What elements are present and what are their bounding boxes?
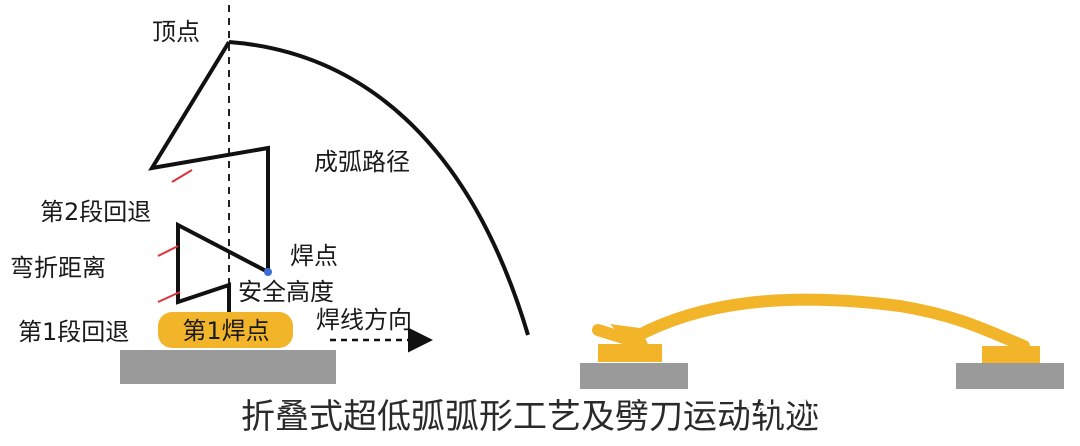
bump-left <box>598 344 662 362</box>
first-weld-bump <box>158 312 293 348</box>
weld-point-dot <box>264 268 272 276</box>
retreat-2-label: 第2段回退 <box>40 198 151 226</box>
pointer-retreat-2 <box>171 169 193 183</box>
bump-right <box>982 346 1040 363</box>
left-substrate <box>120 350 336 384</box>
pointer-bend-distance <box>157 245 179 257</box>
arc-path-curve <box>228 40 530 336</box>
watermark-platform: 知乎 <box>790 389 842 419</box>
weld-point-label: 焊点 <box>290 242 338 270</box>
diagram-caption: 折叠式超低弧弧形工艺及劈刀运动轨迹 <box>241 397 819 437</box>
chat-bubble-icon <box>745 389 779 413</box>
retreat-1-label: 第1段回退 <box>18 318 129 346</box>
bonded-wire-loop <box>592 293 1030 352</box>
substrate-right <box>956 363 1064 389</box>
bend-distance-label: 弯折距离 <box>10 254 106 282</box>
capillary-trajectory <box>147 40 270 312</box>
safe-height-label: 安全高度 <box>238 278 334 306</box>
watermark: 知乎 @爱在七夕时 <box>745 389 1014 419</box>
arc-path-label: 成弧路径 <box>314 148 410 176</box>
pointer-retreat-1 <box>157 291 181 303</box>
wire-neck <box>610 324 648 344</box>
substrate-left-right-diagram <box>580 363 688 389</box>
watermark-author: @爱在七夕时 <box>858 389 1014 419</box>
wire-direction-label: 焊线方向 <box>316 306 412 334</box>
apex-label: 顶点 <box>152 18 200 46</box>
first-weld-label: 第1焊点 <box>182 317 269 345</box>
